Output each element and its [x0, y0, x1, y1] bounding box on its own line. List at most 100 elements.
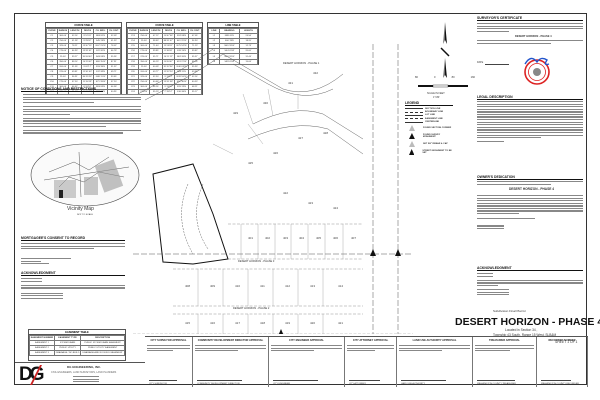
lot-number: 402: [265, 236, 270, 240]
lot-number: 401: [248, 236, 253, 240]
signature-line[interactable]: [401, 380, 446, 381]
vicinity-map-sublabel: NOT TO SCALE: [77, 214, 93, 216]
lot-number: 411: [260, 284, 265, 288]
location-line-2: Township 43 South, Range 15 West, SLB&M: [493, 333, 557, 337]
lot-number: 431: [288, 81, 293, 85]
table-cell: 35.17': [187, 89, 203, 96]
notes-heading: NOTICE OF CONDITIONS AND RESTRICTIONS: [21, 87, 103, 92]
lot-number: 428: [323, 131, 328, 135]
owners-dedication-intro: [477, 181, 583, 186]
lot-number: 407: [351, 236, 356, 240]
svg-text:DESERT HORIZON - PHASE 3: DESERT HORIZON - PHASE 3: [238, 259, 275, 263]
lot-number: 432: [313, 71, 318, 75]
legend-label: EASEMENT LINE: [425, 117, 443, 120]
legend-item: EASEMENT LINE: [405, 117, 453, 120]
line-table-1-caption: LINE TABLE: [208, 23, 258, 28]
lot-number: 410: [235, 284, 240, 288]
lot-number: 404: [299, 236, 304, 240]
approval-text: [399, 345, 470, 352]
acknowledgment-right-heading: ACKNOWLEDGMENT: [477, 266, 583, 271]
scale-tick: 160: [470, 76, 475, 79]
lot-number: 427: [298, 136, 303, 140]
lot-number: 425: [248, 161, 253, 165]
lot-number: 424: [333, 206, 338, 210]
approval-heading: TREASURER APPROVAL: [489, 339, 520, 342]
scale-tick: 0: [434, 76, 436, 79]
legend-symbol-icon: [405, 111, 423, 113]
approval-signer-label: WASHINGTON COUNTY RECORDER: [541, 383, 579, 385]
surveyor-project: DESERT HORIZON - PHASE 4: [515, 35, 552, 38]
legend-label: LOT LINE: [425, 114, 435, 117]
plat-title: DESERT HORIZON - PHASE 4: [455, 316, 600, 328]
legend-item: CENTERLINE: [405, 121, 453, 124]
approval-signer-label: CITY ENGINEER: [273, 383, 290, 385]
approval-heading: CITY ATTORNEY APPROVAL: [352, 339, 389, 342]
signature-line[interactable]: [477, 380, 515, 381]
curve-table-1-caption: CURVE TABLE: [46, 23, 121, 28]
lot-number: 408: [185, 284, 190, 288]
acknowledgment-left-heading: ACKNOWLEDGMENT: [21, 271, 125, 276]
approval-text: [271, 345, 342, 352]
signature-line[interactable]: [541, 380, 571, 381]
scale-tick: 80: [451, 76, 455, 79]
scale-tick: 80: [415, 76, 418, 79]
acknowledgment-right-text: [477, 273, 583, 297]
signature-line[interactable]: [349, 380, 380, 381]
table-cell: DRAINAGE / NO BUILD: [53, 350, 82, 357]
surveyor-text: [477, 23, 583, 33]
legend-heading: LEGEND: [405, 101, 453, 106]
lot-number: 406: [333, 236, 338, 240]
lot-number: 415: [185, 321, 190, 325]
vicinity-map: [30, 143, 140, 207]
approval-heading: CITY ENGINEER APPROVAL: [289, 339, 324, 342]
curve-table-2-caption: CURVE TABLE: [127, 23, 202, 28]
legend-label: CENTERLINE: [425, 121, 439, 124]
approval-signer-label: COMMUNITY DEVELOPMENT DIRECTOR: [197, 383, 240, 385]
signature-line[interactable]: [149, 380, 178, 381]
company-block: DG DG ENGINEERING, INC. CIVIL ENGINEERS,…: [15, 362, 145, 386]
lot-number: 422: [283, 191, 288, 195]
approval-heading: RECORDED NUMBER: [548, 339, 576, 342]
legend-symbol-icon: [405, 118, 423, 120]
lot-number: 429: [233, 111, 238, 115]
legend-label: BOUNDARY LINE: [425, 111, 444, 114]
surveyor-date-label: DATE: [477, 61, 484, 64]
approval-box: CITY ATTORNEY APPROVAL CITY ATTORNEY: [345, 337, 397, 387]
legal-description-heading: LEGAL DESCRIPTION: [477, 95, 583, 100]
lot-number: 418: [260, 321, 265, 325]
surveyor-seal: [524, 57, 550, 85]
scale-label: SCALE IN FEET: [427, 92, 445, 95]
owners-dedication-text: [477, 195, 583, 231]
approval-heading: LAND USE AUTHORITY APPROVAL: [412, 339, 457, 342]
approval-box: CITY ENGINEER APPROVAL CITY ENGINEER: [269, 337, 345, 387]
company-tagline: CIVIL ENGINEERS, LAND SURVEYORS, LAND PL…: [51, 371, 117, 374]
legend-label: STREET MONUMENT TO BE SET: [422, 149, 452, 154]
company-logo: DG: [19, 365, 47, 385]
approval-text: [147, 345, 190, 352]
mortgagee-heading: MORTGAGEE'S CONSENT TO RECORD: [21, 236, 125, 241]
lot-number: 420: [310, 321, 315, 325]
table-cell: S16°44'E: [174, 89, 189, 96]
owners-dedication-project: DESERT HORIZON - PHASE 4: [509, 187, 554, 191]
legend-label: SET 5/8" REBAR & CAP: [423, 142, 448, 145]
lot-number: 416: [210, 321, 215, 325]
approval-signer-label: CITY SURVEYOR: [149, 383, 167, 385]
legend-symbol-icon: [405, 114, 423, 116]
signature-line[interactable]: [273, 380, 318, 381]
approval-signer-label: CITY ATTORNEY: [349, 383, 367, 385]
signature-line[interactable]: [197, 380, 242, 381]
legend-symbol-icon: [409, 124, 415, 131]
legend-item: FOUND SECTION CORNER: [405, 124, 453, 132]
